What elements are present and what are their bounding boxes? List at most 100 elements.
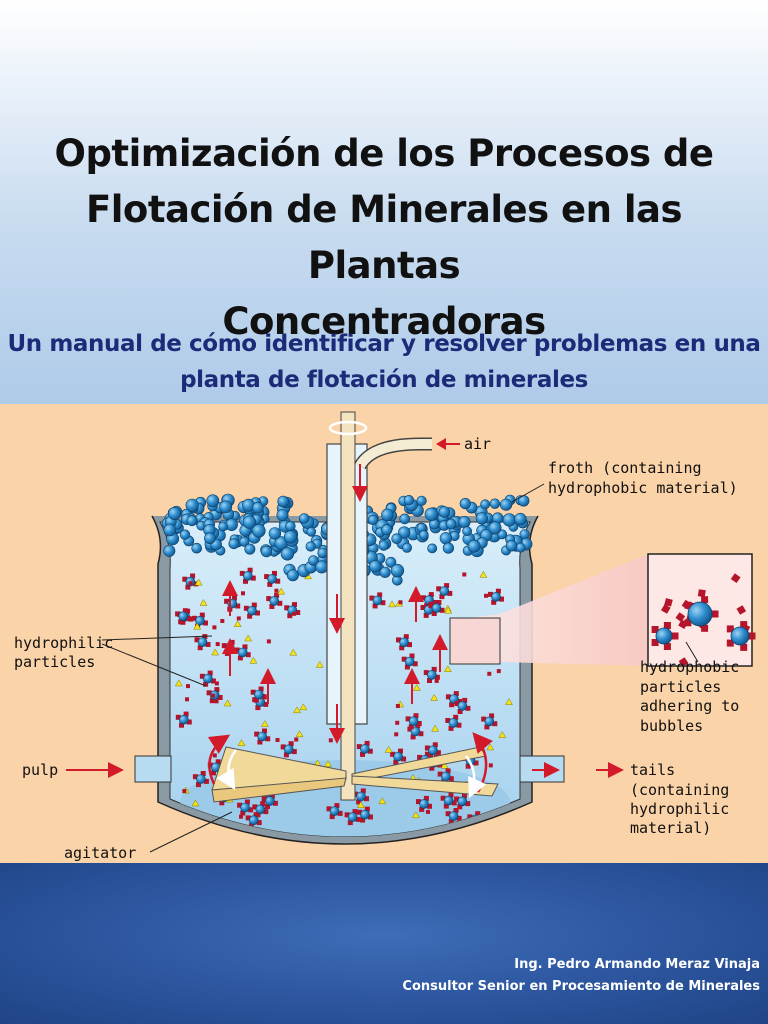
inset-particle	[678, 657, 689, 667]
froth-bubble	[283, 530, 298, 544]
loose-particle	[434, 678, 439, 683]
froth-bubble	[399, 513, 411, 525]
hydrophobic-particle	[439, 594, 445, 600]
title-line: Concentradoras	[222, 300, 546, 343]
hydrophobic-particle	[232, 595, 237, 601]
hydrophobic-particle	[465, 801, 471, 807]
air-bubble	[248, 815, 259, 826]
hydrophilic-particle	[384, 745, 393, 753]
hydrophobic-particle	[272, 800, 278, 806]
froth-leader	[511, 483, 545, 503]
hydrophobic-particle	[419, 806, 425, 812]
hydrophobic-particle	[428, 603, 434, 609]
hydrophobic-particle	[175, 611, 181, 617]
hydrophilic-particle	[411, 811, 420, 819]
hydrophobic-particle	[418, 731, 424, 737]
hydrophobic-particle	[240, 810, 246, 816]
inset-particle	[736, 605, 747, 615]
loose-particle	[484, 593, 488, 598]
loose-particle	[489, 820, 494, 825]
hydrophobic-particle	[492, 721, 498, 727]
hydrophobic-particle	[453, 714, 459, 720]
hydrophobic-particle	[196, 782, 201, 788]
air-bubble	[440, 771, 451, 782]
hydrophobic-particle	[260, 801, 266, 807]
hydrophobic-particle	[178, 619, 184, 625]
hydrophobic-particle	[440, 795, 446, 801]
froth-bubble	[439, 532, 453, 545]
hydrophobic-particle	[423, 795, 429, 801]
froth-bubble	[277, 495, 290, 508]
hydrophobic-particle	[329, 814, 335, 820]
froth-bubble	[286, 569, 299, 582]
document-title: Optimización de los Procesos de Flotació…	[20, 126, 748, 350]
froth-bubble	[317, 547, 328, 559]
inset-particle	[651, 639, 659, 646]
hydrophobic-particle	[364, 806, 370, 812]
froth-bubble	[480, 499, 491, 510]
air-bubble	[393, 751, 403, 762]
hydrophilic-particle	[295, 730, 304, 738]
loose-particle	[182, 789, 187, 793]
froth-bubble	[514, 512, 527, 526]
froth-bubble	[204, 532, 216, 545]
hydrophobic-particle	[261, 796, 267, 802]
hydrophobic-particle	[334, 803, 340, 809]
hydrophobic-particle	[352, 809, 358, 815]
hydrophobic-particle	[396, 637, 401, 643]
inset-particle	[663, 622, 671, 629]
air-bubble	[419, 799, 429, 809]
hydrophilic-particle	[191, 799, 200, 807]
loose-particle	[220, 619, 225, 623]
froth-bubble	[445, 518, 457, 530]
hydrophobic-particle	[191, 615, 197, 621]
froth-bubble	[515, 542, 526, 553]
froth-bubble	[163, 523, 177, 537]
title-line: Optimización de los Procesos de	[54, 132, 714, 175]
air-bubble	[257, 731, 268, 742]
loose-particle	[487, 671, 492, 676]
hydrophobic-particle	[360, 751, 365, 757]
loose-particle	[214, 699, 219, 704]
loose-particle	[462, 572, 467, 577]
hydrophobic-particle	[448, 725, 454, 731]
froth-bubble	[378, 540, 389, 551]
hydrophobic-particle	[447, 590, 453, 596]
hydrophilic-particle	[277, 587, 286, 595]
hydrophilic-particle	[194, 578, 203, 586]
air-bubble	[329, 806, 340, 816]
hydrophobic-particle	[265, 804, 270, 809]
hydrophobic-particle	[428, 592, 434, 598]
hydrophilic-particle	[324, 760, 332, 767]
hydrophobic-particle	[417, 754, 423, 760]
hydrophobic-particle	[465, 705, 471, 711]
froth-bubble	[505, 540, 518, 552]
hydrophobic-particle	[248, 807, 254, 813]
loose-particle	[488, 763, 493, 768]
loose-particle	[214, 681, 219, 686]
hydrophobic-particle	[367, 748, 373, 754]
hydrophobic-particle	[491, 599, 497, 605]
air-bubble	[443, 795, 454, 806]
hydrophobic-particle	[432, 600, 437, 605]
hydrophobic-particle	[488, 591, 493, 597]
hydrophobic-particle	[377, 592, 383, 598]
hydrophobic-particle	[280, 744, 286, 750]
title-line: Flotación de Minerales en las Plantas	[85, 188, 683, 287]
hydrophobic-particle	[465, 763, 471, 769]
hydrophobic-particle	[245, 815, 251, 821]
hydrophobic-particle	[453, 691, 459, 697]
hydrophobic-particle	[203, 620, 208, 626]
air-bubble	[426, 670, 437, 680]
hydrophobic-particle	[197, 645, 203, 651]
air-bubble	[431, 603, 442, 613]
hydrophobic-particle	[267, 581, 273, 587]
hydrophilic-particle	[289, 648, 298, 656]
air-bubble	[356, 791, 366, 802]
hydrophobic-particle	[255, 610, 260, 616]
hydrophobic-particle	[401, 756, 407, 762]
loose-particle	[395, 720, 400, 725]
hydrophobic-particle	[424, 745, 430, 751]
froth-bubble	[276, 509, 289, 522]
hydrophobic-particle	[219, 800, 225, 806]
